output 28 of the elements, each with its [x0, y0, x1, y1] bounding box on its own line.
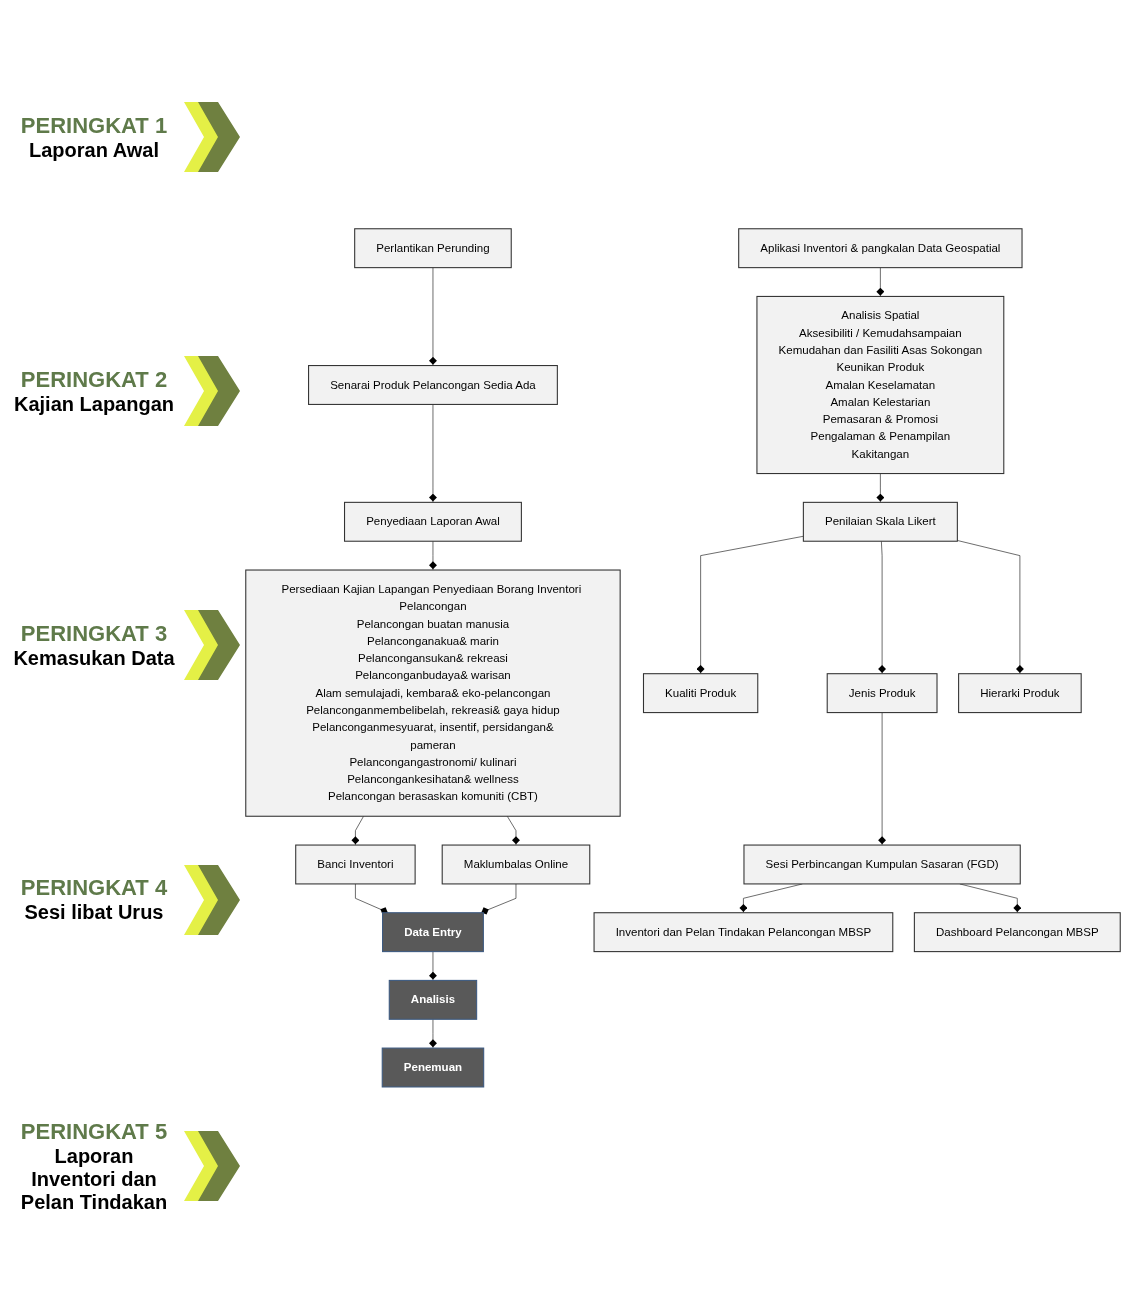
node-box: Perlantikan Perunding	[354, 228, 512, 269]
stage-number: PERINGKAT 3	[19, 620, 169, 647]
node-box: Penyediaan Laporan Awal	[344, 501, 522, 542]
node-box: Data Entry	[382, 912, 484, 953]
node-box: Penemuan	[381, 1047, 485, 1088]
node-box: Kualiti Produk	[642, 673, 759, 714]
node-box: Analisis	[388, 980, 478, 1020]
node-box: Banci Inventori	[295, 844, 416, 885]
node-box: Senarai Produk Pelancongan Sedia Ada	[308, 365, 558, 406]
node-box: Penilaian Skala Likert	[802, 501, 958, 542]
stage-number: PERINGKAT 2	[19, 366, 169, 393]
node-box: Persediaan Kajian Lapangan Penyediaan Borang Inventori Pelancongan Pelancongan buatan manusia Pelanconganakua& marin Pelancongansukan& rekreasi Pelanconganbudaya& warisan Alam semulajadi, kembara& eko-pelancongan Pelanconganmembelibelah, rekreasi& gaya hidup Pelanconganmesyuarat, insentif, persidangan& pameran Pelancongangastronomi/ kulinari Pelancongankesihatan& wellness Pelancongan berasaskan komuniti (CBT)	[245, 569, 621, 817]
node-box: Jenis Produk	[826, 673, 938, 714]
stage-title: Kemasukan Data	[12, 646, 176, 670]
stage-number: PERINGKAT 1	[19, 112, 169, 139]
node-box: Analisis Spatial Aksesibiliti / Kemudahsampaian Kemudahan dan Fasiliti Asas Sokongan Keunikan Produk Amalan Keselamatan Amalan Kelestarian Pemasaran & Promosi Pengalaman & Penampilan Kakitangan	[756, 296, 1005, 475]
stage-title: Sesi libat Urus	[23, 901, 165, 925]
node-box: Aplikasi Inventori & pangkalan Data Geospatial	[738, 228, 1023, 269]
stage-title: Laporan Awal	[28, 138, 160, 162]
node-box: Maklumbalas Online	[441, 844, 591, 885]
stage-title: Kajian Lapangan	[13, 392, 175, 416]
node-box: Dashboard Pelancongan MBSP	[913, 912, 1121, 953]
node-box: Sesi Perbincangan Kumpulan Sasaran (FGD)	[743, 844, 1021, 885]
node-box: Hierarki Produk	[958, 673, 1082, 714]
node-box: Inventori dan Pelan Tindakan Pelancongan MBSP	[593, 912, 894, 953]
stage-title: Laporan Inventori dan Pelan Tindakan	[19, 1144, 169, 1214]
stage-number: PERINGKAT 5	[19, 1118, 169, 1145]
stage-number: PERINGKAT 4	[19, 875, 169, 902]
